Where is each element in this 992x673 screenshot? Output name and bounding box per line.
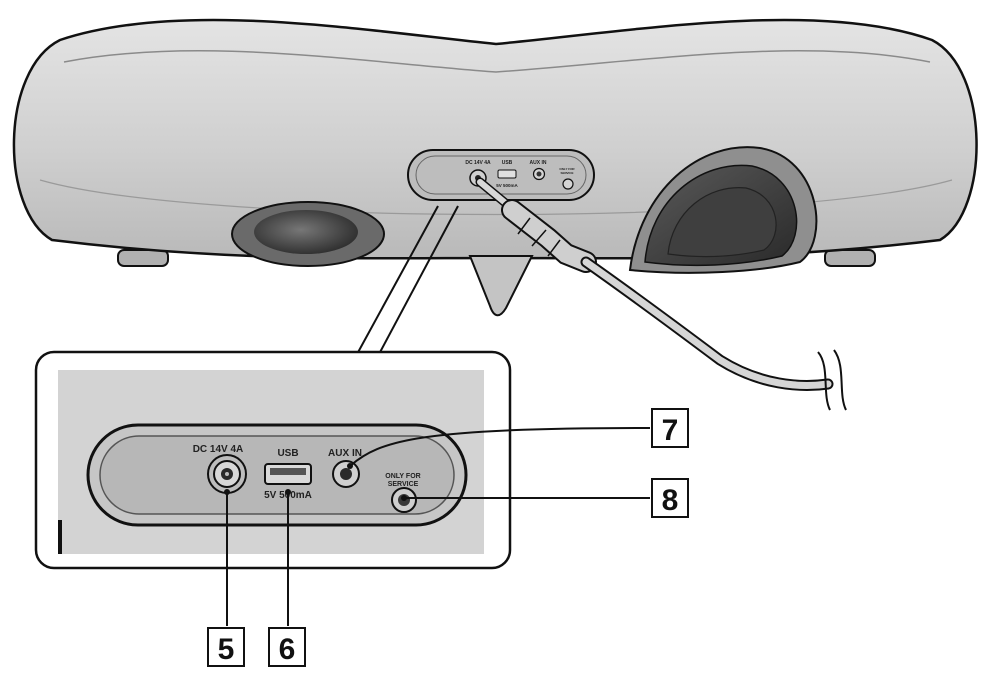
usb-label: USB	[277, 448, 298, 459]
callout-6-number: 6	[279, 633, 296, 666]
small-usb-rating: 5V 500mA	[496, 183, 518, 188]
small-dc-label: DC 14V 4A	[465, 160, 491, 166]
callout-5-number: 5	[218, 633, 235, 666]
small-usb-label: USB	[502, 160, 513, 166]
small-usb-port	[497, 169, 517, 179]
callout-leaders	[224, 427, 651, 626]
service-label-line1: ONLY FOR	[385, 473, 420, 480]
small-aux-label: AUX IN	[530, 160, 547, 166]
zoom-lines	[355, 205, 459, 357]
dc-jack	[207, 454, 247, 494]
zoom-inset: DC 14V 4A USB 5V 500mA AUX IN ONLY FOR S…	[34, 350, 512, 570]
callout-8: 8	[651, 478, 689, 518]
small-service-label-1: ONLY FOR	[559, 167, 575, 171]
aux-label: AUX IN	[328, 448, 362, 459]
callout-8-number: 8	[662, 484, 679, 517]
connector-panel-small: DC 14V 4A USB 5V 500mA AUX IN ONLY FOR S…	[407, 149, 595, 201]
small-service-port	[562, 178, 574, 190]
aux-jack	[332, 460, 360, 488]
small-service-label-2: SERVICE	[560, 171, 573, 175]
bass-port	[231, 201, 385, 267]
side-grille	[628, 146, 818, 274]
service-label-line2: SERVICE	[388, 481, 419, 488]
callout-7-number: 7	[662, 414, 679, 447]
callout-6: 6	[268, 627, 306, 667]
power-cable	[475, 177, 847, 411]
callout-5: 5	[207, 627, 245, 667]
dc-label: DC 14V 4A	[193, 444, 244, 455]
usb-port	[264, 463, 312, 485]
callout-7: 7	[651, 408, 689, 448]
